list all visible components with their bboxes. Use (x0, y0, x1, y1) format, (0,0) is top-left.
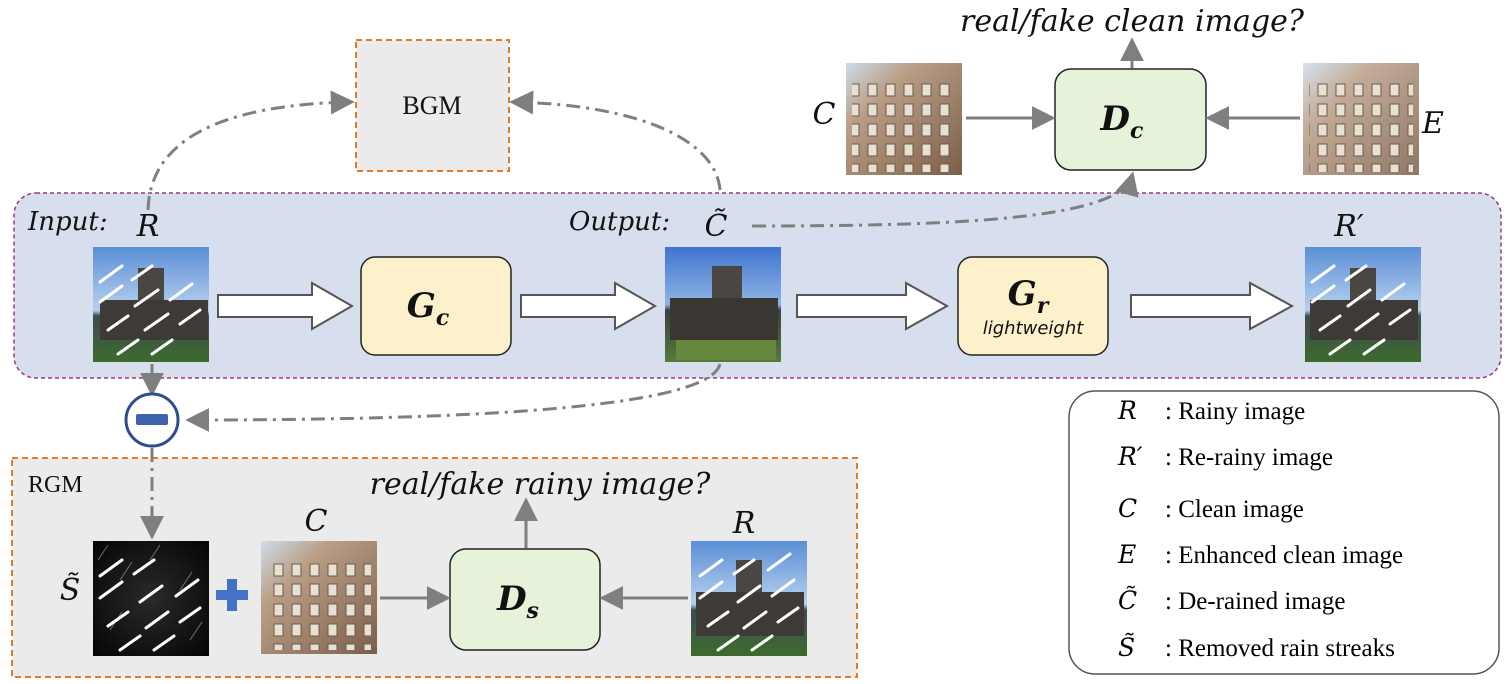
legend-symbol: C̃ (1118, 586, 1137, 615)
rgm-label: RGM (28, 472, 83, 498)
arrow-input-to-gc (217, 281, 355, 331)
ds-label: Ds (496, 579, 539, 624)
var-e-top: E (1421, 106, 1444, 141)
legend-text: : Re-rainy image (1165, 444, 1333, 471)
legend-symbol: C (1118, 494, 1137, 523)
bgm-module (355, 39, 510, 172)
var-c-rgm: C (305, 504, 328, 539)
var-r-rgm: R (732, 506, 756, 541)
generator-gc (360, 256, 512, 356)
dc-label: Dc (1100, 99, 1144, 144)
clean-image-c-rgm (261, 541, 377, 654)
output-var-r-prime: R′ (1333, 209, 1364, 244)
legend-symbol: R′ (1117, 442, 1143, 471)
block-arrows (217, 281, 1295, 331)
gr-label: Gr (1008, 274, 1050, 319)
legend: R : Rainy image R′ : Re-rainy image C : … (1117, 396, 1403, 662)
var-c-top: C (813, 97, 836, 132)
bottom-question: real/fake rainy image? (370, 467, 712, 502)
arrow-gc-to-output (520, 281, 658, 331)
plus-icon (216, 579, 248, 611)
legend-symbol: E (1117, 540, 1136, 569)
minus-circle-icon (124, 392, 180, 448)
legend-text: : Enhanced clean image (1165, 542, 1403, 569)
legend-text: : De-rained image (1165, 588, 1345, 615)
enhanced-image-e (1303, 63, 1419, 175)
arrow-output-to-gr (796, 281, 950, 331)
output-var-c-tilde: C̃ (705, 209, 728, 244)
derained-output-image (665, 247, 781, 362)
dashdot-arrows (140, 90, 1139, 540)
bgm-label: BGM (402, 91, 461, 120)
top-question: real/fake clean image? (960, 4, 1305, 39)
input-var-r: R (136, 209, 160, 244)
var-s-tilde: S̃ (60, 573, 81, 608)
legend-text: : Clean image (1165, 496, 1304, 523)
solid-arrows (140, 37, 1300, 610)
re-rainy-image (1305, 247, 1421, 362)
rain-streaks-image (93, 541, 209, 656)
legend-symbol: S̃ (1118, 633, 1135, 662)
legend-text: : Removed rain streaks (1165, 635, 1395, 662)
legend-symbol: R (1117, 396, 1137, 425)
rainy-image-r-rgm (691, 541, 807, 656)
input-label: Input: (27, 207, 108, 237)
gc-label: Gc (407, 286, 450, 331)
generator-gr (957, 256, 1109, 356)
clean-image-c-top (846, 63, 962, 175)
rainy-input-image (93, 247, 209, 362)
arrow-gr-to-rprime (1130, 281, 1295, 331)
gr-note: lightweight (983, 318, 1085, 339)
legend-text: : Rainy image (1165, 398, 1305, 425)
output-label: Output: (569, 207, 670, 237)
legend-box (1068, 390, 1500, 675)
